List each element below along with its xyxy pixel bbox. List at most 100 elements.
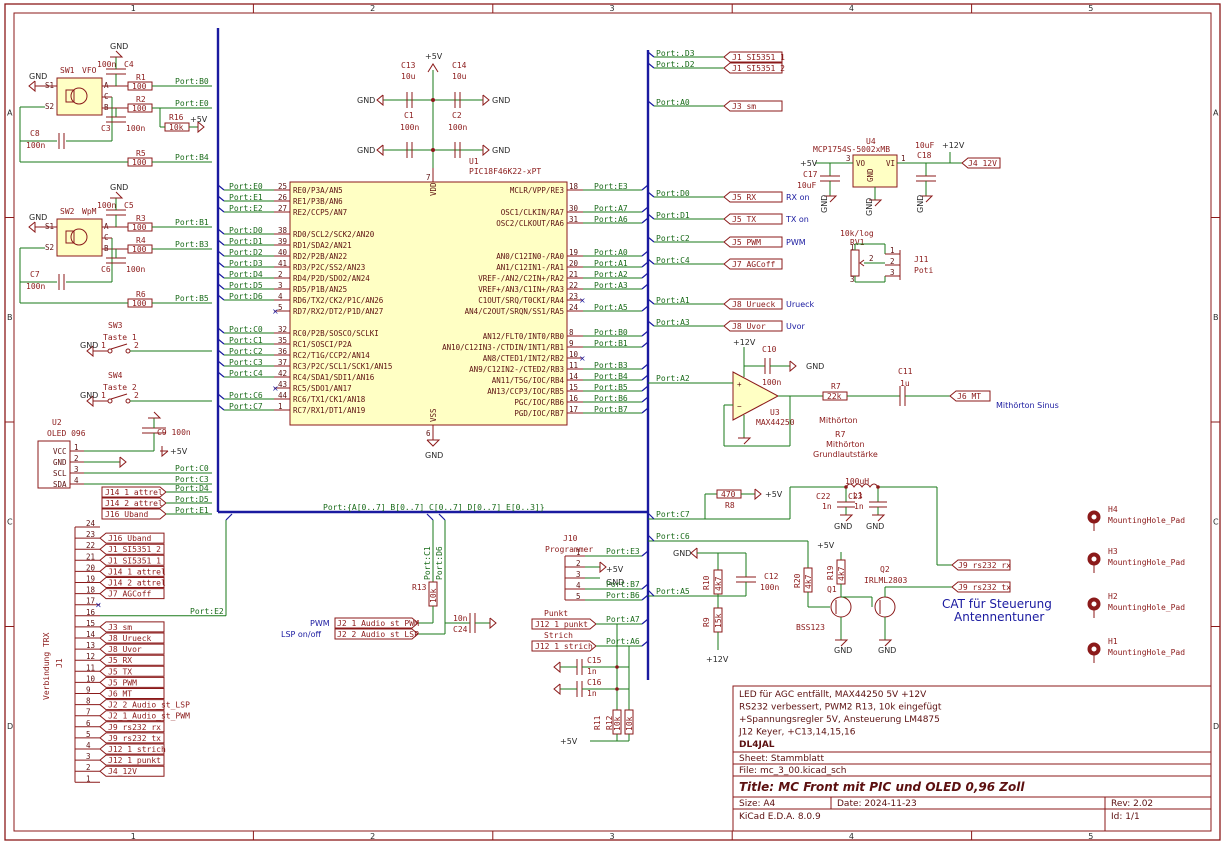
svg-text:R1: R1 — [136, 73, 146, 82]
hole-value: MountingHole_Pad — [1108, 558, 1185, 567]
svg-text:100: 100 — [132, 82, 147, 91]
hole-value: MountingHole_Pad — [1108, 516, 1185, 525]
svg-text:GND: GND — [492, 96, 510, 105]
svg-text:100n: 100n — [26, 141, 45, 150]
net-label: J5_TX — [732, 215, 756, 224]
svg-text:100n: 100n — [448, 123, 467, 132]
svg-text:J12_1_punkt: J12_1_punkt — [535, 620, 588, 629]
svg-text:1: 1 — [101, 341, 106, 350]
u1-vdd-label: VDD — [429, 182, 438, 196]
svg-text:C24: C24 — [453, 625, 468, 634]
col-label-top: 3 — [610, 4, 615, 13]
svg-text:Verbindung TRX: Verbindung TRX — [42, 632, 51, 700]
u1-pin-num: 37 — [278, 358, 287, 367]
svg-text:Poti: Poti — [914, 266, 933, 275]
u1-value: PIC18F46K22-xPT — [469, 167, 541, 176]
u1-pin-num: 15 — [569, 383, 578, 392]
u1-pin-num: 8 — [569, 328, 574, 337]
net-label: J1_SI5351_1 — [732, 53, 785, 62]
svg-text:R13: R13 — [412, 583, 427, 592]
svg-text:1: 1 — [74, 443, 79, 452]
u1-pin-name: MCLR/VPP/RE3 — [510, 186, 564, 195]
u1-pin-name: RC0/P2B/SOSCO/SCLKI — [293, 329, 379, 338]
svg-text:Programmer: Programmer — [545, 545, 593, 554]
svg-text:C8: C8 — [30, 129, 40, 138]
net-note: Uvor — [786, 322, 805, 331]
u1-port-label: Port:C4 — [229, 369, 263, 378]
svg-text:S2: S2 — [45, 102, 54, 111]
svg-text:1: 1 — [86, 774, 91, 783]
tb-note: J12 Keyer, +C13,14,15,16 — [738, 728, 856, 738]
net-note: Urueck — [786, 300, 815, 309]
row-label-left: C — [7, 517, 13, 526]
u1-port-label: Port:B1 — [594, 339, 628, 348]
u1-pin-num: 9 — [569, 339, 574, 348]
u1-port-label: Port:A6 — [594, 215, 628, 224]
u1-pin-name: OSC2/CLKOUT/RA6 — [496, 219, 564, 228]
svg-text:9: 9 — [86, 686, 91, 695]
svg-text:R16: R16 — [169, 113, 184, 122]
tb-note: RS232 verbessert, PWM2 R13, 10k eingefüg… — [739, 703, 942, 713]
svg-text:C12: C12 — [764, 572, 779, 581]
svg-text:BSS123: BSS123 — [796, 623, 825, 632]
svg-text:RV1: RV1 — [850, 238, 865, 247]
hole-ref: H4 — [1108, 505, 1118, 514]
svg-text:100n: 100n — [762, 378, 781, 387]
j1-net-label: J12_1_punkt — [108, 756, 161, 765]
cat-note-1: CAT für Steuerung — [942, 597, 1052, 611]
svg-text:100n: 100n — [97, 201, 116, 210]
svg-text:J2_2_Audio_st_LSP: J2_2_Audio_st_LSP — [337, 630, 419, 639]
svg-text:10u: 10u — [452, 72, 467, 81]
u1-pin-num: 16 — [569, 394, 579, 403]
svg-text:U2: U2 — [52, 418, 62, 427]
u1-pin-name: RD7/RX2/DT2/P1D/AN27 — [293, 307, 383, 316]
u2-pin-name: GND — [53, 458, 67, 467]
svg-text:U3: U3 — [770, 408, 780, 417]
u2-pin-name: VCC — [53, 447, 67, 456]
row-label-left: D — [7, 722, 13, 731]
u1-pin-name: RE0/P3A/AN5 — [293, 186, 343, 195]
u1-pin-num: 42 — [278, 369, 287, 378]
svg-text:3: 3 — [850, 275, 855, 284]
svg-text:R7: R7 — [831, 382, 841, 391]
svg-text:10k: 10k — [625, 716, 634, 731]
net-note: PWM — [786, 238, 806, 247]
u1-port-label: Port:E2 — [229, 204, 263, 213]
net-label: J5_PWM — [732, 238, 761, 247]
col-label-bottom: 4 — [849, 832, 854, 841]
encoder-ref: SW1 — [60, 66, 75, 75]
svg-text:J1: J1 — [55, 658, 64, 668]
j1-net-label: J7_AGCoff — [108, 590, 152, 599]
svg-text:GND: GND — [866, 168, 875, 182]
svg-text:R20: R20 — [793, 573, 802, 588]
svg-text:MCP1754S-5002xMB: MCP1754S-5002xMB — [813, 145, 890, 154]
u1-port-label: Port:B4 — [594, 372, 628, 381]
svg-text:GND: GND — [425, 451, 443, 460]
u1-pin-name: RD4/P2D/SDO2/AN24 — [293, 274, 370, 283]
svg-text:4k7: 4k7 — [714, 576, 723, 591]
u1-pin-name: RC4/SDA1/SDI1/AN16 — [293, 373, 375, 382]
u1-pin-num: 39 — [278, 237, 287, 246]
svg-text:Port:D6: Port:D6 — [435, 546, 444, 580]
svg-text:2: 2 — [134, 341, 139, 350]
u1-vss-label: VSS — [429, 408, 438, 422]
u1-ref: U1 — [469, 157, 479, 166]
u1-vss-pin: 6 — [426, 429, 431, 438]
u1-pin-name: PGD/IOC/RB7 — [514, 409, 564, 418]
u1-pin-name: OSC1/CLKIN/RA7 — [501, 208, 564, 217]
row-label-right: D — [1213, 722, 1219, 731]
svg-text:Q2: Q2 — [880, 565, 890, 574]
u1-pin-num: 10 — [569, 350, 579, 359]
u1-port-label: Port:D2 — [229, 248, 263, 257]
u1-port-label: Port:C2 — [229, 347, 263, 356]
j1-net-label: J1_SI5351_1 — [108, 556, 161, 565]
svg-text:Port:E0: Port:E0 — [175, 99, 209, 108]
svg-text:3: 3 — [890, 268, 895, 277]
svg-text:Port:E3: Port:E3 — [606, 547, 640, 556]
svg-text:C14: C14 — [452, 61, 467, 70]
svg-text:C6: C6 — [101, 265, 111, 274]
j1-net-label: J6_MT — [108, 690, 132, 699]
svg-text:2: 2 — [86, 763, 91, 772]
